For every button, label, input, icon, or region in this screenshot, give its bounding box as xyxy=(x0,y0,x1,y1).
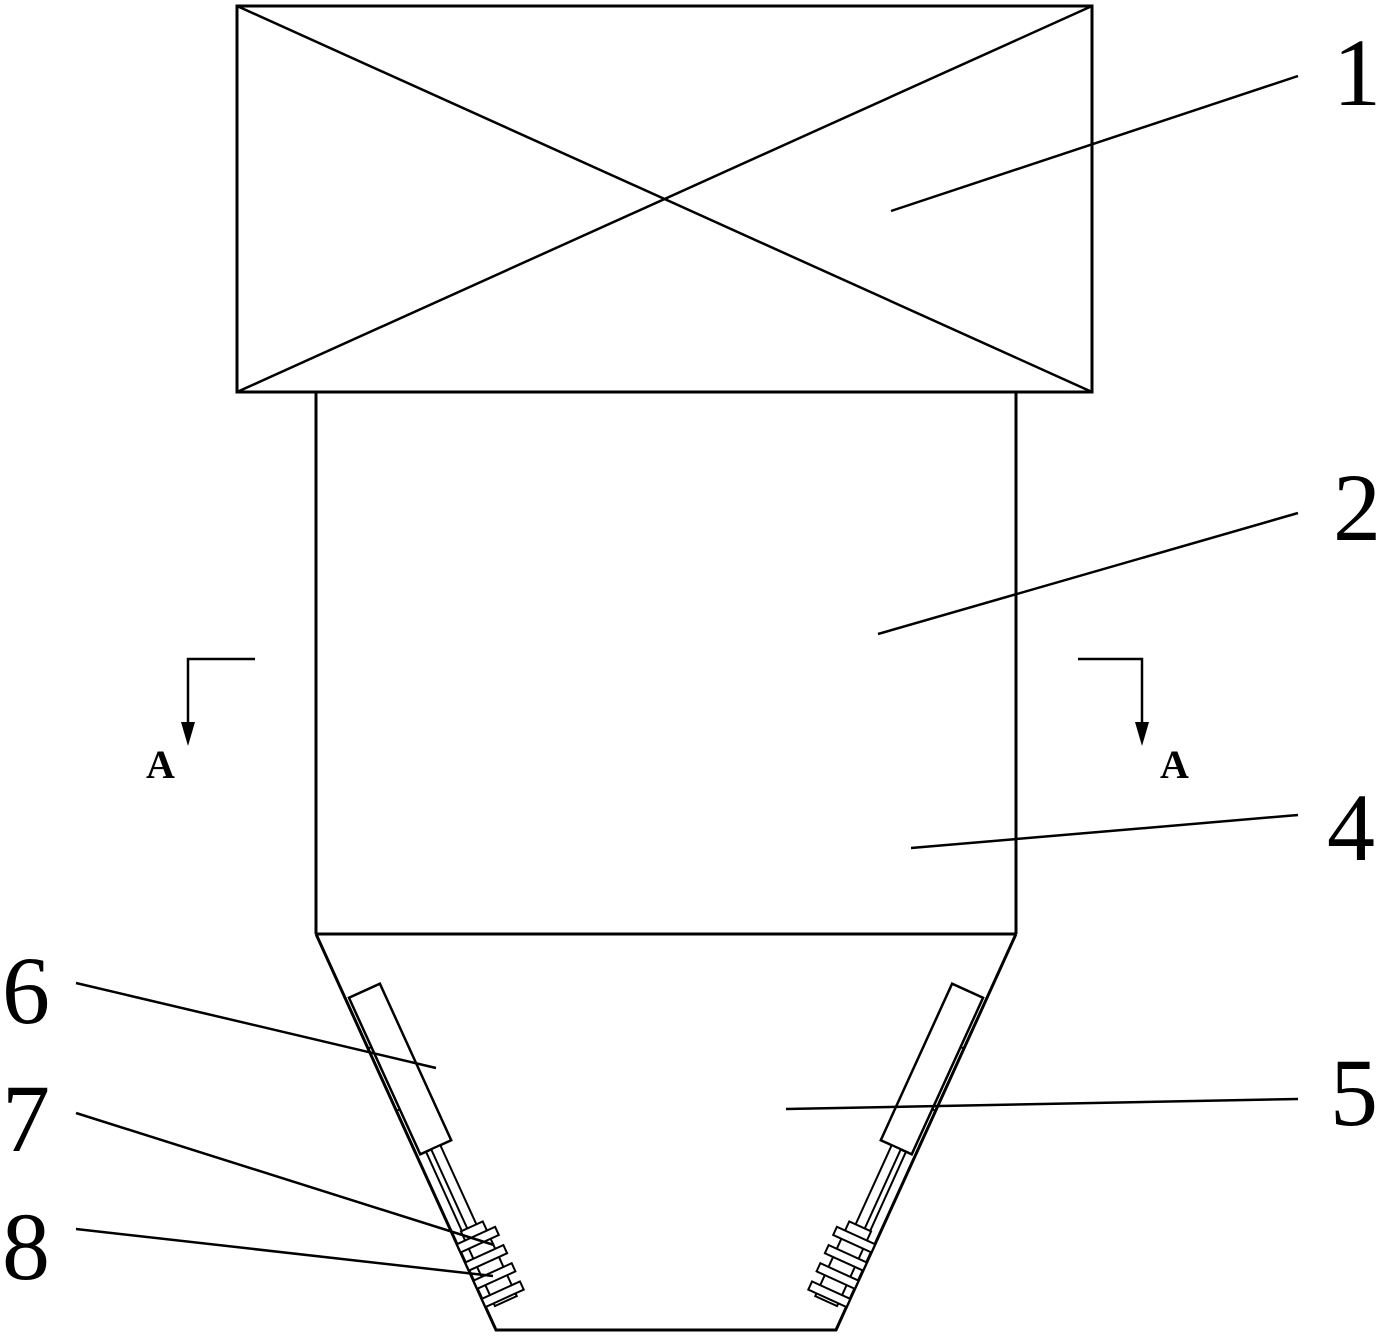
leader-7 xyxy=(75,1111,495,1247)
leader-8 xyxy=(75,1227,494,1278)
left-nozzle-assembly xyxy=(344,980,527,1312)
leader-6 xyxy=(75,981,437,1070)
leader-4 xyxy=(910,813,1299,850)
right-nozzle-assembly xyxy=(805,980,988,1312)
section-mark-left: A xyxy=(146,657,255,787)
leader-lines xyxy=(75,74,1299,1278)
leader-2 xyxy=(877,511,1299,636)
leader-5 xyxy=(785,1097,1299,1111)
label-part-6: 6 xyxy=(2,937,50,1044)
label-part-2: 2 xyxy=(1333,454,1381,561)
label-part-1: 1 xyxy=(1333,19,1381,126)
section-label-right: A xyxy=(1160,742,1189,787)
label-part-7: 7 xyxy=(2,1065,50,1172)
main-body xyxy=(314,392,1018,936)
label-part-8: 8 xyxy=(2,1193,50,1300)
label-part-4: 4 xyxy=(1327,774,1375,881)
label-part-5: 5 xyxy=(1330,1039,1378,1146)
section-mark-right: A xyxy=(1078,657,1189,787)
section-label-left: A xyxy=(146,742,175,787)
leader-1 xyxy=(890,74,1299,213)
top-box xyxy=(235,4,1094,394)
